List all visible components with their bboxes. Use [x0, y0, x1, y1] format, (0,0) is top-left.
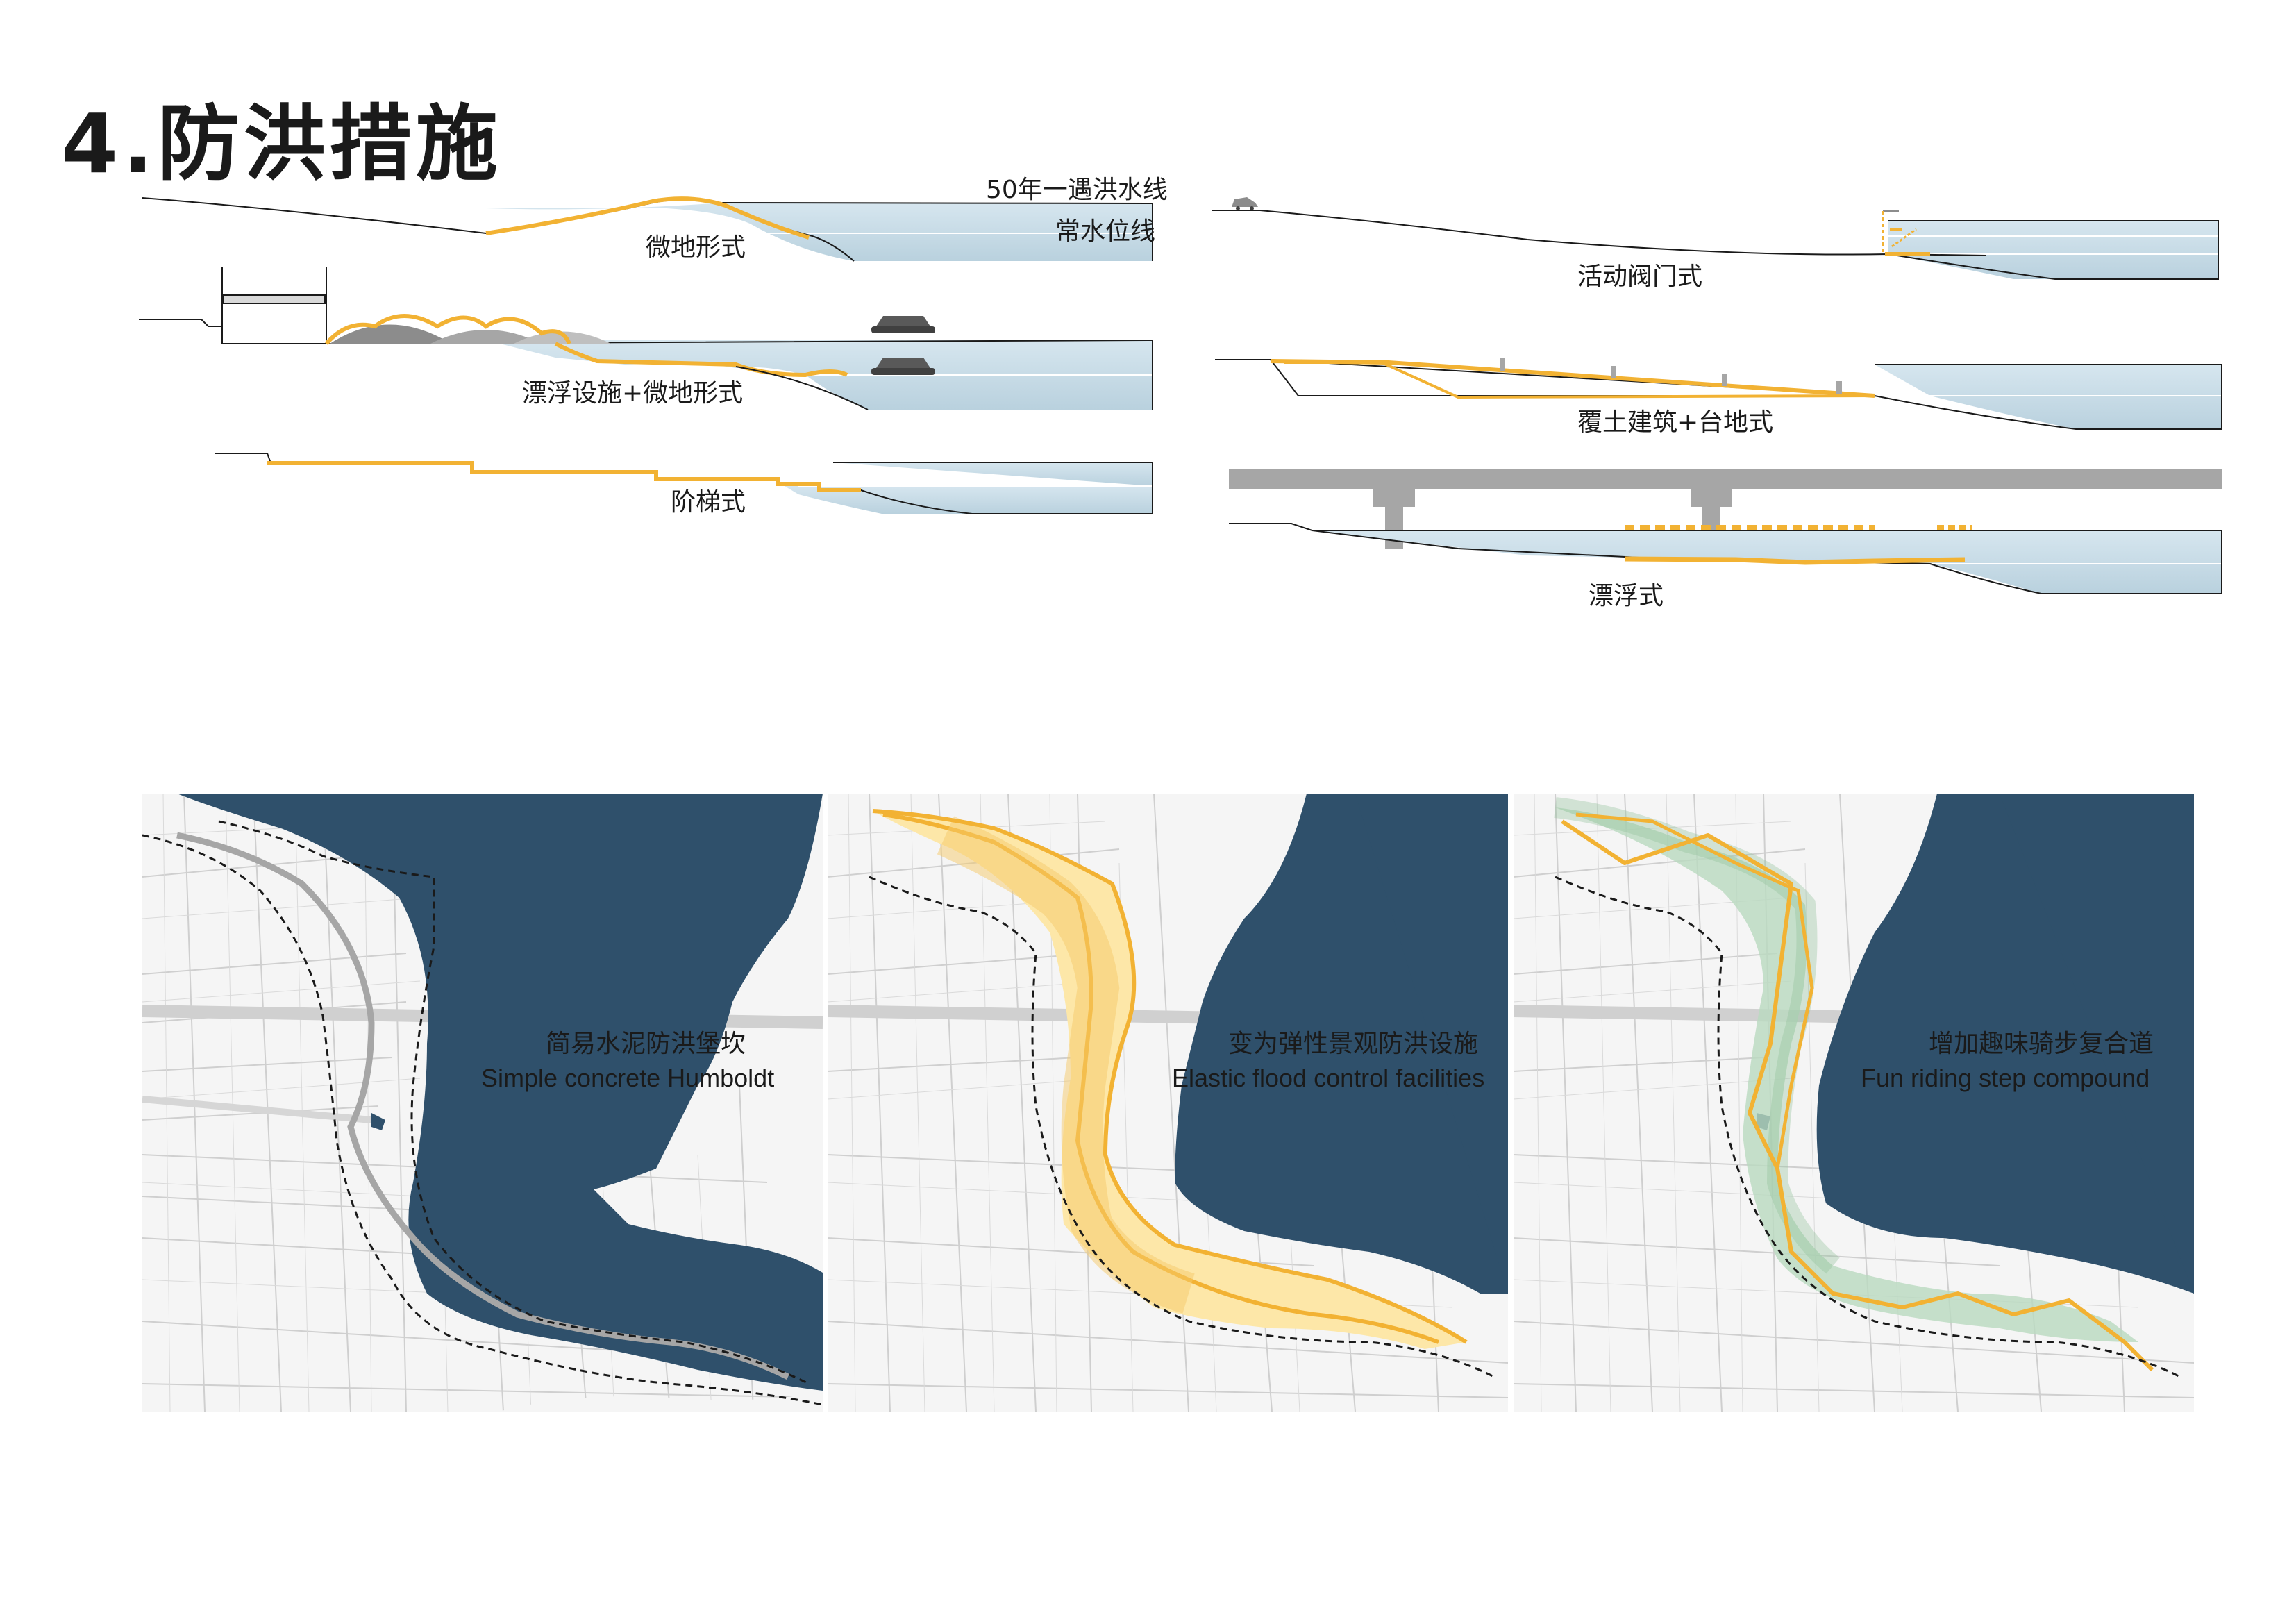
covered-platform-label: 覆土建筑+台地式	[1577, 408, 1773, 437]
floating-micro-terrain-label: 漂浮设施+微地形式	[522, 379, 743, 408]
floating-platforms	[1624, 525, 1972, 565]
section-floating-micro-terrain: 漂浮设施+微地形式	[139, 267, 1153, 410]
map-elastic	[828, 794, 1508, 1412]
map2-caption-en: Elastic flood control facilities	[1172, 1064, 1485, 1092]
map3-caption-cn: 增加趣味骑步复合道	[1929, 1030, 2154, 1058]
section-movable-gate: 活动阀门式	[1212, 197, 2219, 291]
map-panel-concrete	[142, 794, 823, 1412]
section-floating: 漂浮式	[1229, 469, 2222, 610]
map-concrete	[142, 794, 823, 1412]
floating-unit-icon	[871, 316, 935, 375]
page-title: 4.防洪措施	[61, 96, 502, 192]
flood-section-diagrams: 50年一遇洪水线 常水位线 微地形式 漂浮设施+微地形式	[139, 176, 2222, 610]
map1-caption-en: Simple concrete Humboldt	[481, 1064, 775, 1092]
floating-label: 漂浮式	[1589, 582, 1664, 610]
stepped-label: 阶梯式	[671, 488, 746, 517]
car-icon	[1232, 197, 1258, 210]
gate-icon	[1882, 210, 1930, 256]
micro-terrain-label: 微地形式	[646, 233, 746, 262]
map-panel-elastic	[828, 794, 1508, 1412]
section-stepped: 阶梯式	[215, 453, 1153, 517]
flood-line-label: 50年一遇洪水线	[986, 176, 1168, 204]
map2-caption-cn: 变为弹性景观防洪设施	[1228, 1030, 1479, 1058]
section-micro-terrain: 50年一遇洪水线 常水位线 微地形式	[142, 176, 1168, 262]
map-panel-riding	[1514, 794, 2194, 1412]
normal-level-label: 常水位线	[1055, 217, 1155, 246]
map1-caption-cn: 简易水泥防洪堡坎	[546, 1030, 746, 1058]
overpass-bridge	[1229, 469, 2222, 562]
map-riding	[1514, 794, 2194, 1412]
section-covered-platform: 覆土建筑+台地式	[1215, 358, 2222, 437]
movable-gate-label: 活动阀门式	[1577, 262, 1702, 291]
map3-caption-en: Fun riding step compound	[1861, 1064, 2150, 1092]
